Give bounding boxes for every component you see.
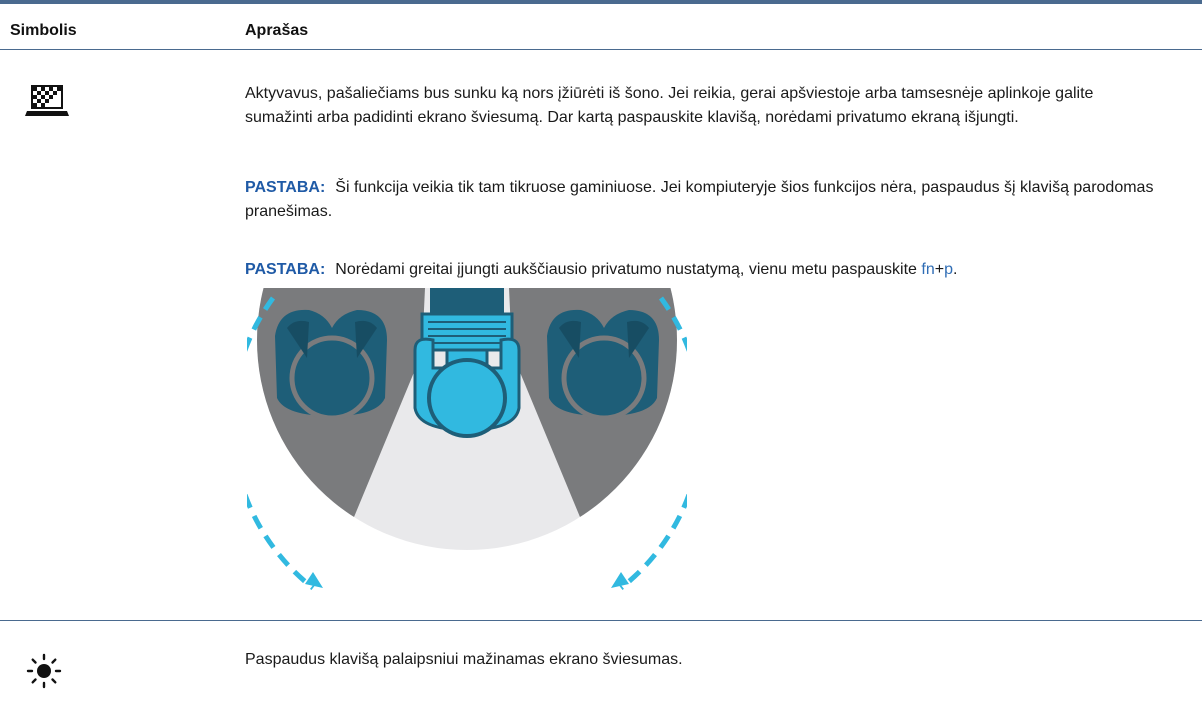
table-header-row: Simbolis Aprašas bbox=[0, 4, 1202, 50]
row-divider bbox=[0, 620, 1202, 621]
header-symbol: Simbolis bbox=[10, 22, 77, 39]
header-rule bbox=[0, 49, 1202, 50]
observer-left bbox=[275, 309, 387, 421]
key-plus: + bbox=[934, 261, 945, 278]
note-2-text-before: Norėdami greitai įjungti aukščiausio pri… bbox=[335, 261, 922, 278]
privacy-viewing-angle-illustration bbox=[247, 288, 687, 590]
viewing-angle-arc-right bbox=[619, 296, 687, 590]
header-description: Aprašas bbox=[245, 22, 309, 39]
privacy-screen-icon bbox=[25, 85, 69, 116]
row1-description: Aktyvavus, pašaliečiams bus sunku ką nor… bbox=[245, 85, 1094, 126]
user-with-laptop bbox=[413, 288, 521, 438]
note-1-text: Ši funkcija veikia tik tam tikruose gami… bbox=[245, 179, 1154, 220]
note-1: PASTABA:Ši funkcija veikia tik tam tikru… bbox=[245, 176, 1165, 224]
table-top-rule bbox=[0, 0, 1202, 4]
brightness-down-icon bbox=[26, 653, 62, 689]
note-2: PASTABA: Norėdami greitai įjungti aukščia… bbox=[245, 258, 1165, 282]
note-1-label: PASTABA: bbox=[245, 179, 326, 196]
key-p: p bbox=[944, 261, 953, 278]
viewing-angle-arc-left bbox=[247, 296, 315, 590]
arrow-right-icon bbox=[611, 572, 629, 588]
note-2-text-after: . bbox=[952, 261, 958, 278]
arrow-left-icon bbox=[305, 572, 323, 588]
key-fn: fn bbox=[921, 261, 935, 278]
note-2-label: PASTABA: bbox=[245, 261, 326, 278]
observer-right bbox=[547, 309, 659, 421]
row2-description: Paspaudus klavišą palaipsniui mažinamas … bbox=[245, 651, 683, 668]
